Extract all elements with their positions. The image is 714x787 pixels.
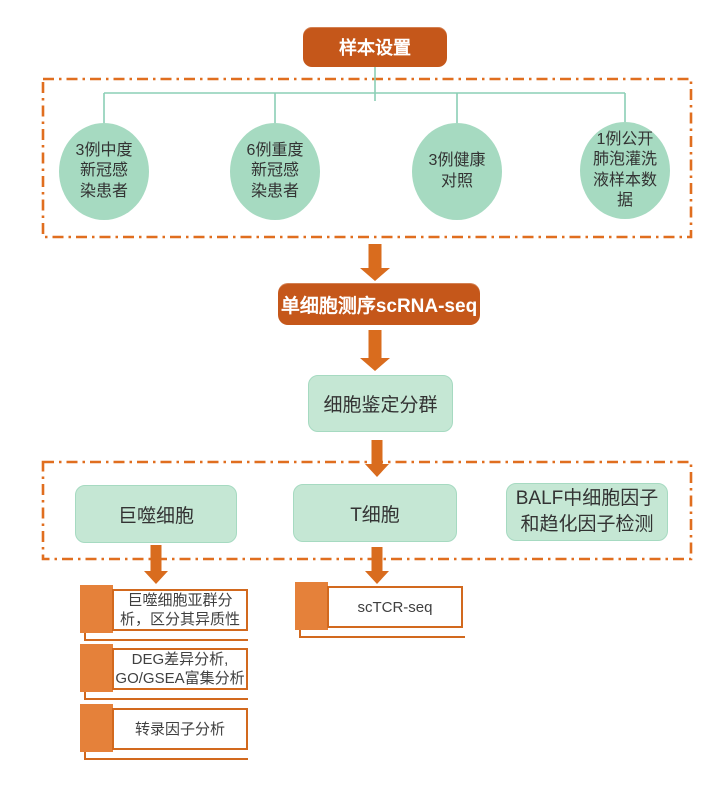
sample-group-dashed-frame: [41, 77, 693, 239]
sample-setup-label: 样本设置: [339, 38, 411, 58]
macrophage-box: 巨噬细胞: [75, 485, 237, 543]
sample-connector-tree: [103, 66, 626, 123]
callout-tab: [295, 582, 328, 630]
macrophage-label: 巨噬细胞: [117, 505, 194, 527]
flow-arrow-tcell: [365, 547, 389, 584]
balf-cytokine-label: BALF中细胞因子 和趋化因子检测: [515, 488, 659, 535]
callout-box: 巨噬细胞亚群分 析，区分其异质性: [112, 589, 248, 631]
macrophage-step-deg-label: DEG差异分析, GO/GSEA富集分析: [115, 651, 245, 687]
flow-arrows: [144, 244, 390, 584]
branch-group-dashed-frame: [41, 460, 693, 561]
sample-circle-moderate-label: 3例中度 新冠感 染患者: [75, 142, 133, 200]
sample-setup-box: 样本设置: [303, 27, 447, 67]
balf-cytokine-box: BALF中细胞因子 和趋化因子检测: [506, 483, 668, 541]
flow-arrow-to-sequencing: [360, 244, 390, 281]
sample-circle-public-balf: 1例公开 肺泡灌洗 液样本数 据: [580, 122, 670, 219]
callout-tab: [80, 585, 113, 633]
tcell-step-sctcr-label: scTCR-seq: [357, 598, 433, 616]
sample-circle-moderate: 3例中度 新冠感 染患者: [59, 123, 149, 220]
sample-circle-healthy-label: 3例健康 对照: [428, 152, 486, 190]
callout-box: 转录因子分析: [112, 708, 248, 750]
tcell-box: T细胞: [293, 484, 457, 542]
sample-circle-severe: 6例重度 新冠感 染患者: [230, 123, 320, 220]
flow-arrow-macrophage: [144, 545, 168, 584]
callout-tab: [80, 644, 113, 692]
sample-circle-public-balf-label: 1例公开 肺泡灌洗 液样本数 据: [592, 131, 657, 209]
macrophage-step-subcluster-label: 巨噬细胞亚群分 析，区分其异质性: [119, 592, 240, 628]
callout-box: scTCR-seq: [327, 586, 463, 628]
cell-clustering-box: 细胞鉴定分群: [308, 375, 453, 432]
callout-tab: [80, 704, 113, 752]
callout-box: DEG差异分析, GO/GSEA富集分析: [112, 648, 248, 690]
cell-clustering-label: 细胞鉴定分群: [323, 395, 438, 416]
sample-circle-severe-label: 6例重度 新冠感 染患者: [246, 142, 304, 200]
scrna-seq-label: 单细胞测序scRNA-seq: [280, 295, 478, 317]
scrna-seq-box: 单细胞测序scRNA-seq: [278, 283, 480, 325]
macrophage-step-tf-label: 转录因子分析: [134, 720, 225, 738]
flow-arrow-to-branches: [365, 440, 389, 477]
flow-arrow-to-clustering: [360, 330, 390, 371]
sample-circle-healthy: 3例健康 对照: [412, 123, 502, 220]
tcell-label: T细胞: [350, 504, 400, 526]
